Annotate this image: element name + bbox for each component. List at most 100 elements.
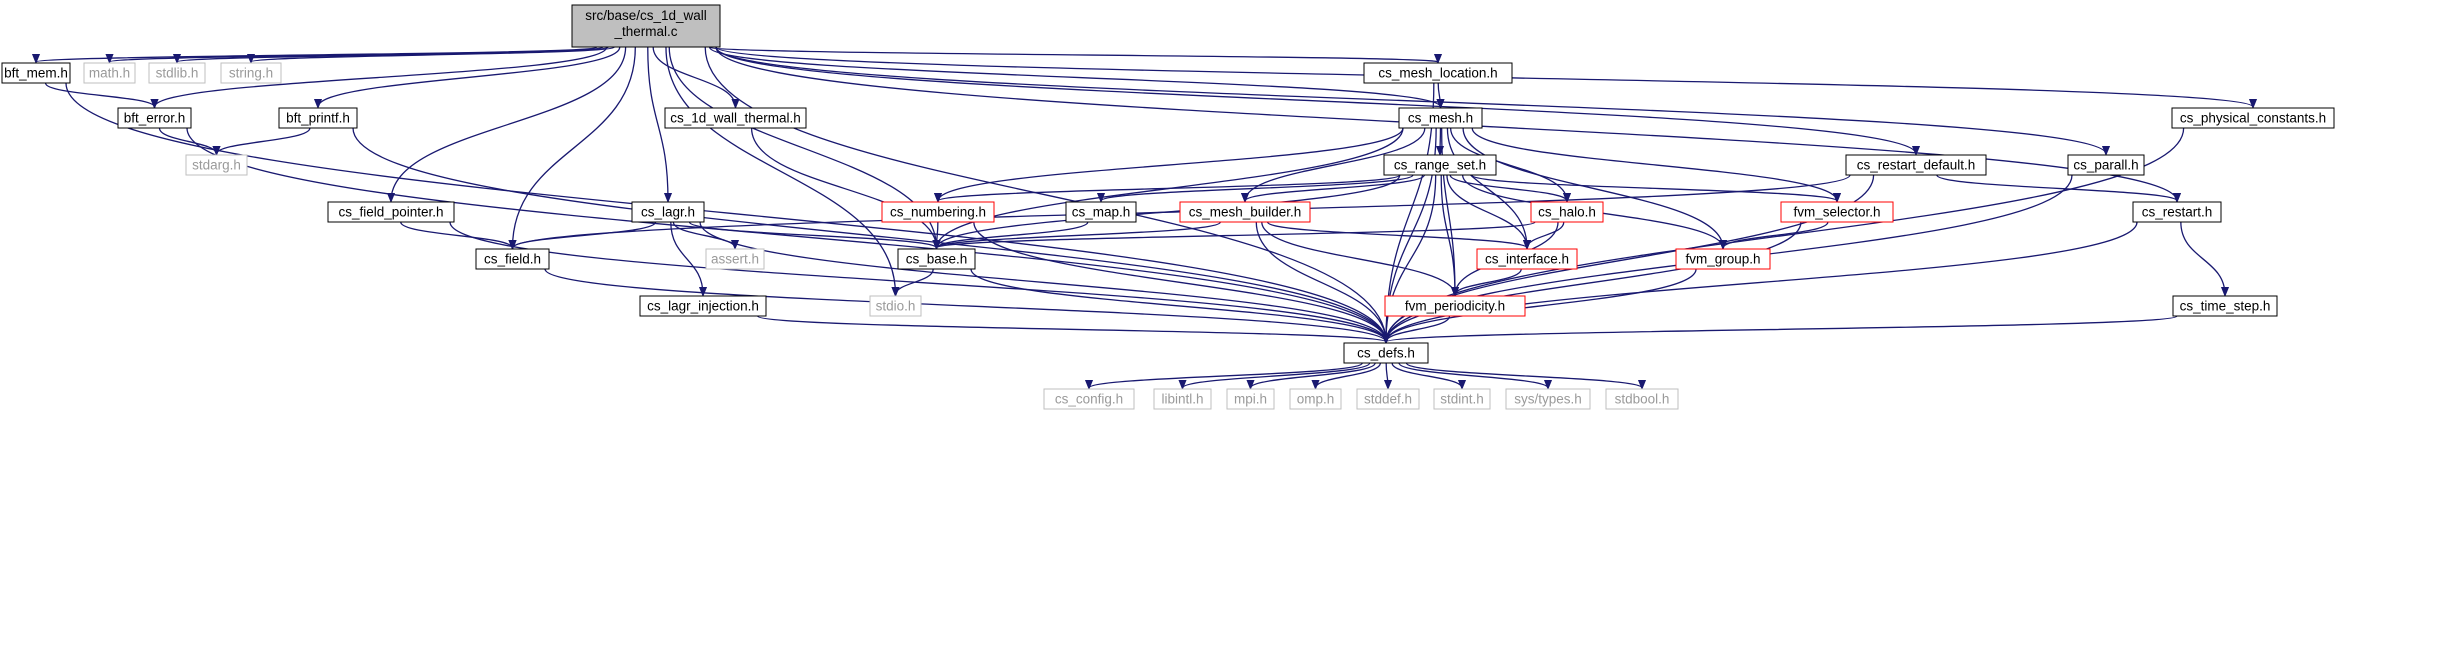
edge-cs_defs-to-stdint <box>1391 362 1462 388</box>
edge-cs_halo-to-cs_base <box>937 221 1536 248</box>
edge-cs_mesh-to-fvm_group <box>1462 127 1723 248</box>
node-libintl: libintl.h <box>1153 388 1212 410</box>
node-label-cs_config: cs_config.h <box>1055 392 1123 407</box>
node-box-assert <box>705 248 765 270</box>
edge-cs_restart_default-to-cs_restart <box>1936 174 2177 201</box>
node-box-systypes <box>1505 388 1591 410</box>
node-cs_restart[interactable]: cs_restart.h <box>2132 201 2222 223</box>
node-box-cs_parall <box>2067 154 2145 176</box>
edge-cs_mesh_builder-to-cs_interface <box>1266 221 1527 248</box>
edge-cs_lagr-to-assert <box>672 221 735 248</box>
node-label-stdbool: stdbool.h <box>1615 392 1670 407</box>
node-label-cs_time_step: cs_time_step.h <box>2180 299 2271 314</box>
node-box-stddef <box>1356 388 1420 410</box>
node-cs_map[interactable]: cs_map.h <box>1065 201 1137 223</box>
node-label-bft_printf: bft_printf.h <box>286 111 350 126</box>
node-box-mpi <box>1226 388 1275 410</box>
node-box-bft_error <box>117 107 192 129</box>
node-cs_lagr_injection[interactable]: cs_lagr_injection.h <box>639 295 767 317</box>
edge-root-to-cs_restart_default <box>715 46 1916 154</box>
edge-cs_defs-to-cs_config <box>1089 362 1363 388</box>
node-stdint: stdint.h <box>1433 388 1491 410</box>
node-label-cs_base: cs_base.h <box>906 252 968 267</box>
edge-cs_defs-to-libintl <box>1183 362 1371 388</box>
node-box-cs_numbering <box>881 201 995 223</box>
edge-bft_mem-to-cs_defs <box>65 82 1386 342</box>
node-math: math.h <box>83 62 136 84</box>
node-label-cs_mesh: cs_mesh.h <box>1408 111 1473 126</box>
node-label-cs_field: cs_field.h <box>484 252 541 267</box>
node-bft_printf[interactable]: bft_printf.h <box>278 107 358 129</box>
node-box-math <box>83 62 136 84</box>
edge-cs_mesh_builder-to-cs_base <box>937 221 1221 248</box>
node-label-fvm_group: fvm_group.h <box>1685 252 1760 267</box>
node-bft_mem[interactable]: bft_mem.h <box>1 62 71 84</box>
node-box-root <box>571 4 721 48</box>
node-label-cs_restart_default: cs_restart_default.h <box>1857 158 1976 173</box>
node-fvm_periodicity[interactable]: fvm_periodicity.h <box>1384 295 1526 317</box>
node-box-stdint <box>1433 388 1491 410</box>
edge-cs_base-to-stdio <box>896 268 934 295</box>
node-fvm_group[interactable]: fvm_group.h <box>1675 248 1771 270</box>
node-cs_time_step[interactable]: cs_time_step.h <box>2172 295 2278 317</box>
edge-root-to-math <box>110 46 604 62</box>
node-label-mpi: mpi.h <box>1234 392 1267 407</box>
node-label-cs_parall: cs_parall.h <box>2073 158 2138 173</box>
edge-root-to-cs_1d <box>652 46 735 107</box>
node-label-cs_halo: cs_halo.h <box>1538 205 1596 220</box>
node-cs_numbering[interactable]: cs_numbering.h <box>881 201 995 223</box>
node-label-omp: omp.h <box>1297 392 1335 407</box>
node-box-cs_mesh_builder <box>1179 201 1311 223</box>
node-label-stdarg: stdarg.h <box>192 158 241 173</box>
edge-bft_printf-to-cs_defs <box>352 127 1386 342</box>
node-cs_interface[interactable]: cs_interface.h <box>1476 248 1578 270</box>
node-fvm_selector[interactable]: fvm_selector.h <box>1780 201 1894 223</box>
node-label-fvm_periodicity: fvm_periodicity.h <box>1405 299 1505 314</box>
edge-root-to-cs_field_pointer <box>391 46 627 201</box>
edge-root-to-stdio <box>665 46 896 295</box>
node-cs_halo[interactable]: cs_halo.h <box>1530 201 1604 223</box>
edge-cs_defs-to-mpi <box>1251 362 1376 388</box>
node-cs_1d[interactable]: cs_1d_wall_thermal.h <box>664 107 807 129</box>
node-label-bft_mem: bft_mem.h <box>4 66 68 81</box>
node-box-cs_physical_constants <box>2171 107 2335 129</box>
edge-cs_lagr-to-cs_defs <box>699 221 1386 342</box>
edge-cs_interface-to-fvm_periodicity <box>1455 268 1522 295</box>
edge-cs_lagr-to-cs_lagr_injection <box>670 221 703 295</box>
node-cs_range_set[interactable]: cs_range_set.h <box>1383 154 1497 176</box>
node-label-cs_restart: cs_restart.h <box>2142 205 2213 220</box>
node-box-cs_restart_default <box>1845 154 1987 176</box>
node-label-bft_error: bft_error.h <box>124 111 186 126</box>
node-cs_defs[interactable]: cs_defs.h <box>1343 342 1429 364</box>
node-cs_base[interactable]: cs_base.h <box>897 248 976 270</box>
node-bft_error[interactable]: bft_error.h <box>117 107 192 129</box>
node-cs_field[interactable]: cs_field.h <box>475 248 550 270</box>
node-cs_mesh_builder[interactable]: cs_mesh_builder.h <box>1179 201 1311 223</box>
node-label-cs_interface: cs_interface.h <box>1485 252 1569 267</box>
node-label-cs_defs: cs_defs.h <box>1357 346 1415 361</box>
node-cs_lagr[interactable]: cs_lagr.h <box>631 201 705 223</box>
node-cs_parall[interactable]: cs_parall.h <box>2067 154 2145 176</box>
node-box-stdarg <box>185 154 248 176</box>
node-label-root: src/base/cs_1d_wall <box>585 8 707 23</box>
edge-cs_numbering-to-cs_defs <box>973 221 1386 342</box>
edge-bft_mem-to-bft_error <box>44 82 154 107</box>
edge-root-to-cs_mesh <box>708 46 1441 107</box>
node-box-cs_lagr_injection <box>639 295 767 317</box>
node-systypes: sys/types.h <box>1505 388 1591 410</box>
node-label-stddef: stddef.h <box>1364 392 1412 407</box>
node-cs_field_pointer[interactable]: cs_field_pointer.h <box>327 201 455 223</box>
node-label-cs_map: cs_map.h <box>1072 205 1131 220</box>
node-box-omp <box>1289 388 1342 410</box>
node-cs_physical_constants[interactable]: cs_physical_constants.h <box>2171 107 2335 129</box>
edge-cs_time_step-to-cs_defs <box>1386 315 2178 342</box>
node-label-assert: assert.h <box>711 252 759 267</box>
edge-cs_mesh_builder-to-cs_defs <box>1255 221 1386 342</box>
node-cs_mesh_location[interactable]: cs_mesh_location.h <box>1363 62 1513 84</box>
node-cs_restart_default[interactable]: cs_restart_default.h <box>1845 154 1987 176</box>
edge-fvm_selector-to-fvm_group <box>1723 221 1829 248</box>
edge-cs_mesh_location-to-cs_mesh <box>1438 82 1440 107</box>
node-cs_mesh[interactable]: cs_mesh.h <box>1398 107 1483 129</box>
node-stdlib: stdlib.h <box>148 62 206 84</box>
edge-cs_field-to-cs_defs <box>544 268 1386 342</box>
